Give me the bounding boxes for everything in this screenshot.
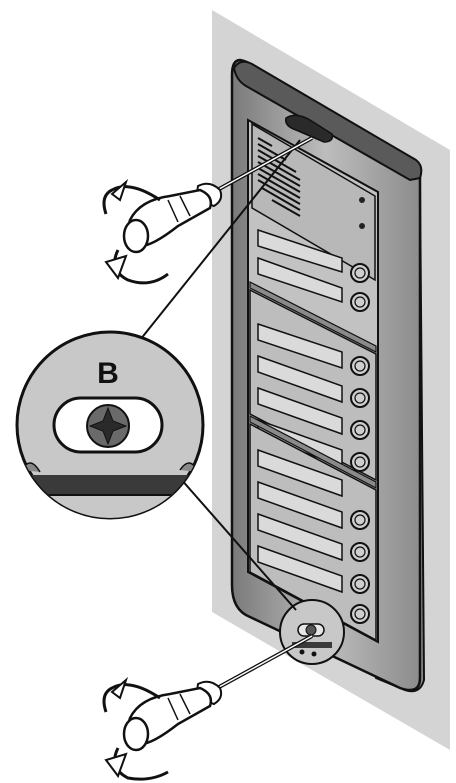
call-button[interactable] [350, 292, 370, 312]
call-button[interactable] [350, 542, 370, 562]
module-divider [249, 281, 377, 353]
name-slot [257, 386, 343, 436]
leader-line [139, 139, 301, 341]
callout-label: B [97, 357, 119, 390]
camera-recess [284, 114, 334, 143]
led-indicator [359, 223, 365, 229]
panel-top-cap [232, 60, 423, 182]
name-slot [257, 354, 343, 404]
screw-icon [86, 404, 130, 448]
speaker-grille [257, 137, 301, 217]
call-button[interactable] [350, 388, 370, 408]
screw-icon [305, 624, 317, 636]
led-indicator [359, 197, 365, 203]
bottom-screw-detail [279, 599, 345, 665]
name-slot [257, 322, 343, 370]
rotate-arrow-icon [102, 676, 169, 781]
rotate-arrow-icon [102, 178, 169, 285]
call-button[interactable] [350, 574, 370, 594]
module-divider [249, 415, 377, 489]
name-slot [257, 256, 343, 304]
call-button[interactable] [350, 356, 370, 376]
call-button[interactable] [350, 452, 370, 472]
screwdriver-icon [122, 136, 313, 254]
leader-line [179, 477, 297, 611]
callout-detail-b: B [15, 330, 205, 520]
button-module-2 [249, 422, 377, 642]
call-button[interactable] [350, 263, 370, 283]
call-button[interactable] [350, 604, 370, 624]
name-slot [257, 512, 343, 562]
name-slot [257, 228, 343, 274]
name-slot [257, 480, 343, 530]
call-button[interactable] [350, 510, 370, 530]
name-slot [257, 544, 343, 594]
call-button[interactable] [350, 420, 370, 440]
name-slot [257, 448, 343, 498]
